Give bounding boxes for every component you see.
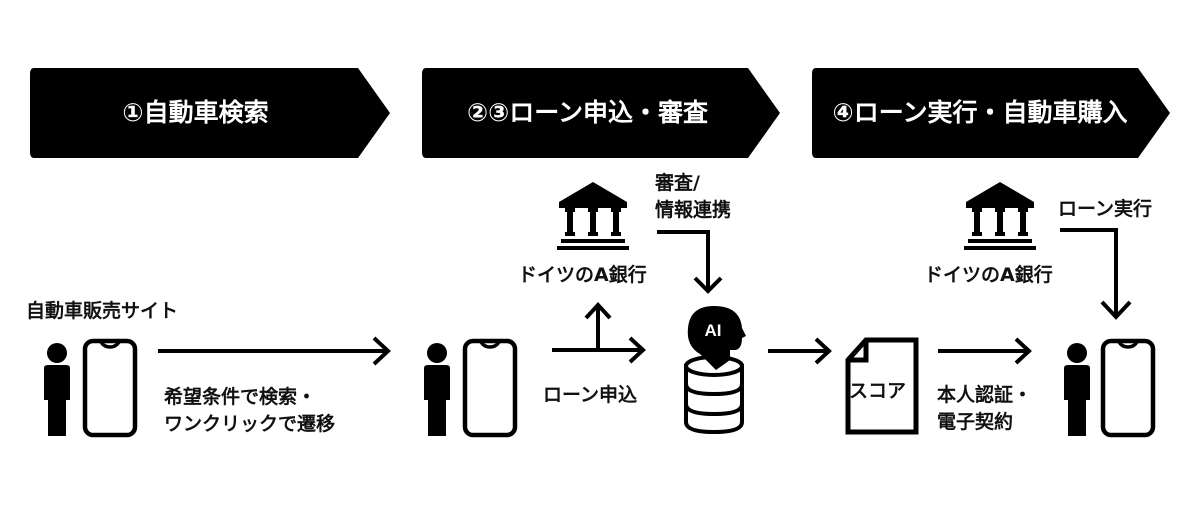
- person-icon: [1064, 343, 1090, 436]
- bank-name-label: ドイツのA銀行: [518, 264, 647, 286]
- arrow-right-to-loan-apply: [158, 336, 391, 366]
- stage-banner-search: ①自動車検索: [28, 66, 392, 160]
- bank-icon: [557, 182, 629, 250]
- arrow-ai-to-score: [768, 337, 832, 365]
- score-document-icon: [845, 337, 919, 435]
- loan-execute-label: ローン実行: [1058, 198, 1153, 220]
- search-transition-label-line1: 希望条件で検索・: [164, 386, 317, 408]
- smartphone-icon: [462, 338, 518, 438]
- contract-label-line1: 本人認証・: [937, 384, 1033, 406]
- stage-label: ④ローン実行・自動車購入: [832, 98, 1128, 127]
- stage-banner-loan-execute: ④ローン実行・自動車購入: [810, 66, 1172, 160]
- stage-label: ②③ローン申込・審査: [466, 98, 709, 127]
- smartphone-icon: [82, 338, 138, 438]
- ai-database-icon: AI: [684, 306, 746, 435]
- car-sales-site-label: 自動車販売サイト: [26, 300, 179, 322]
- arrow-score-to-user: [938, 337, 1032, 365]
- loan-apply-label: ローン申込: [543, 384, 638, 406]
- score-label: スコア: [849, 380, 907, 402]
- banner-arrow-shape: [30, 68, 390, 158]
- contract-label-line2: 電子契約: [937, 411, 1014, 433]
- stage-banner-loan-apply: ②③ローン申込・審査: [420, 66, 782, 160]
- smartphone-icon: [1100, 338, 1156, 438]
- review-label-line2: 情報連携: [655, 199, 732, 221]
- person-icon: [44, 343, 70, 436]
- banner-arrow-shape: [812, 68, 1170, 158]
- bank-icon: [964, 182, 1036, 250]
- banner-arrow-shape: [422, 68, 780, 158]
- person-icon: [424, 343, 450, 436]
- bank-name-label: ドイツのA銀行: [924, 264, 1053, 286]
- arrow-execute-to-user: [1060, 228, 1132, 320]
- review-label-line1: 審査/: [655, 172, 700, 194]
- ai-badge-text: AI: [705, 321, 722, 340]
- stage-label: ①自動車検索: [122, 98, 269, 127]
- search-transition-label-line2: ワンクリックで遷移: [164, 413, 336, 435]
- arrow-review-to-ai: [657, 230, 723, 294]
- arrow-apply-to-ai-and-bank: [552, 302, 646, 364]
